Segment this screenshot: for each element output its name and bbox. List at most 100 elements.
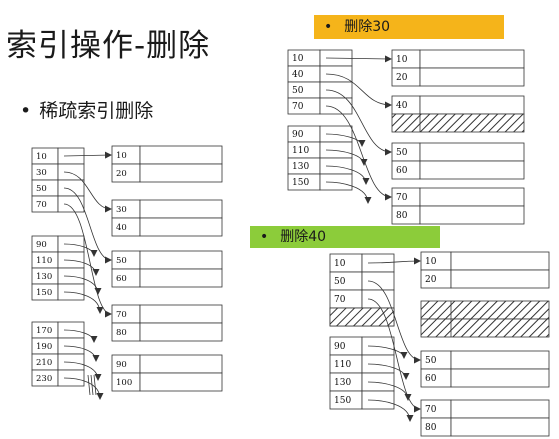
index-key: 10 (334, 259, 346, 269)
index-key: 50 (36, 184, 47, 194)
index-pointer-cell (361, 271, 395, 291)
index-pointer-arrow (63, 361, 102, 381)
index-key: 150 (334, 396, 351, 406)
index-key: 130 (334, 378, 351, 388)
record-key: 70 (425, 405, 437, 415)
index-to-record-arrow (325, 89, 392, 156)
record-body-cell (139, 304, 223, 324)
banner-delete-30: •删除30 (314, 15, 504, 39)
index-pointer-cell (57, 195, 85, 213)
record-body-cell (139, 145, 223, 165)
index-key: 110 (334, 360, 351, 370)
index-key: 50 (334, 277, 346, 287)
banner-delete-40: •删除40 (250, 226, 440, 248)
deleted-record-slot (391, 113, 525, 133)
record-key: 10 (116, 151, 127, 161)
record-key: 50 (116, 256, 127, 266)
index-pointer-cell (361, 289, 395, 309)
deleted-record-slot (420, 318, 550, 338)
index-pointer-arrow (63, 329, 98, 343)
bullet-text: 稀疏索引删除 (39, 100, 154, 122)
index-key: 210 (36, 358, 52, 368)
record-body-cell (139, 354, 223, 374)
record-key: 60 (116, 274, 127, 284)
index-to-record-arrow (325, 73, 392, 109)
record-body-cell (139, 250, 223, 270)
banner-dot: • (324, 19, 333, 35)
index-pointer-cell (57, 163, 85, 181)
index-pointer-arrow (325, 149, 368, 166)
record-key: 70 (116, 310, 127, 320)
index-pointer-arrow (325, 165, 370, 185)
index-key: 110 (36, 256, 52, 266)
deleted-record-slot (420, 300, 550, 320)
record-body-cell (450, 350, 550, 370)
index-key: 40 (292, 70, 304, 80)
record-body-cell (419, 67, 525, 87)
index-pointer-arrow (63, 345, 100, 362)
continuation-stroke (87, 374, 91, 396)
record-key: 70 (396, 193, 408, 203)
index-key: 10 (36, 152, 47, 162)
record-body-cell (139, 163, 223, 183)
index-pointer-cell (319, 97, 353, 115)
record-key: 40 (116, 223, 127, 233)
bullet-dot: • (20, 100, 32, 122)
record-key: 20 (425, 275, 437, 285)
continuation-stroke (90, 374, 94, 396)
index-key: 90 (292, 130, 304, 140)
record-key: 60 (396, 166, 408, 176)
record-key: 100 (116, 378, 132, 388)
record-body-cell (139, 217, 223, 237)
index-pointer-arrow (63, 291, 104, 314)
record-key: 90 (116, 360, 127, 370)
index-key: 170 (36, 326, 52, 336)
index-pointer-cell (319, 173, 353, 191)
record-key: 20 (116, 169, 127, 179)
index-pointer-cell (361, 354, 395, 374)
index-pointer-cell (57, 179, 85, 197)
index-pointer-cell (319, 65, 353, 83)
index-key: 150 (292, 178, 309, 188)
index-to-record-arrow (367, 298, 421, 413)
record-key: 10 (396, 55, 408, 65)
index-pointer-cell (319, 81, 353, 99)
index-to-record-arrow (63, 203, 112, 318)
index-key: 50 (292, 86, 304, 96)
record-key: 50 (425, 356, 437, 366)
index-key: 30 (36, 168, 47, 178)
record-body-cell (419, 160, 525, 180)
index-key: 230 (36, 374, 52, 384)
index-to-record-arrow (325, 105, 392, 201)
record-body-cell (139, 372, 223, 392)
index-pointer-arrow (367, 381, 412, 401)
section-original: 1030507090110130150170190210230102030405… (31, 145, 223, 400)
index-pointer-arrow (63, 377, 104, 400)
continuation-stroke (93, 374, 97, 396)
index-to-record-arrow (63, 171, 112, 213)
index-pointer-cell (361, 336, 395, 356)
record-key: 10 (425, 257, 437, 267)
record-key: 20 (396, 73, 408, 83)
index-key: 130 (36, 272, 52, 282)
index-to-record-arrow (325, 55, 392, 63)
record-body-cell (419, 142, 525, 162)
index-key: 110 (292, 146, 309, 156)
record-key: 40 (396, 101, 408, 111)
index-key: 150 (36, 288, 52, 298)
record-body-cell (139, 268, 223, 288)
record-body-cell (450, 269, 550, 289)
bullet-sparse-index-delete: • 稀疏索引删除 (20, 96, 153, 123)
index-key: 70 (334, 295, 346, 305)
record-key: 80 (396, 211, 408, 221)
index-pointer-cell (361, 390, 395, 410)
index-to-record-arrow (63, 187, 112, 264)
record-key: 50 (396, 148, 408, 158)
record-body-cell (450, 417, 550, 437)
banner-dot: • (260, 229, 269, 245)
record-body-cell (419, 95, 525, 115)
index-pointer-arrow (325, 133, 366, 147)
record-body-cell (419, 187, 525, 207)
record-body-cell (419, 205, 525, 225)
